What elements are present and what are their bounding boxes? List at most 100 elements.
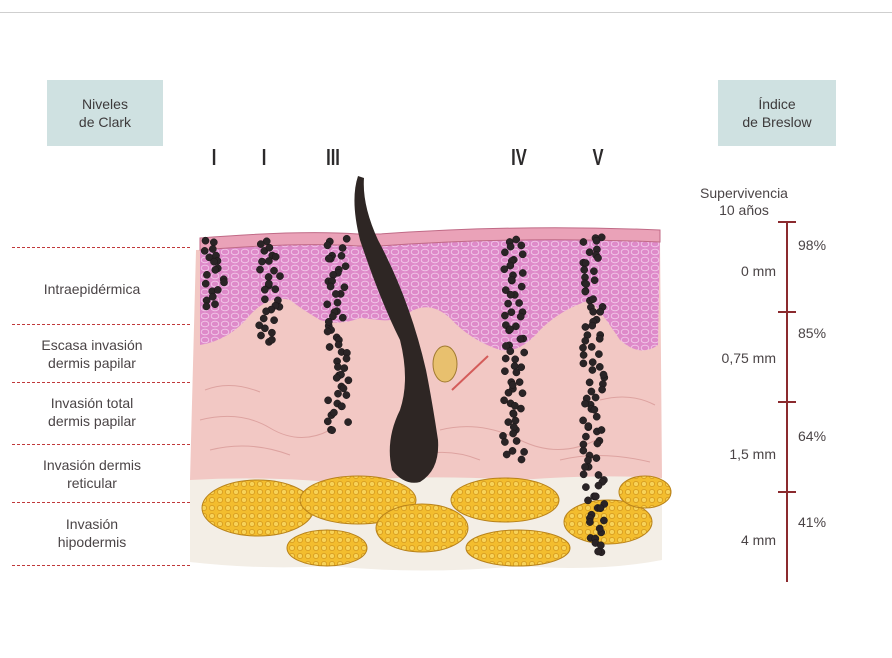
melanoma-cell xyxy=(584,457,591,464)
melanoma-cell xyxy=(211,301,218,308)
melanoma-cell xyxy=(324,328,331,335)
melanoma-cell xyxy=(517,335,524,342)
survival-title-line: 10 años xyxy=(682,202,806,219)
melanoma-cell xyxy=(588,388,595,395)
melanoma-cell xyxy=(518,283,525,290)
melanoma-cell xyxy=(201,247,208,254)
melanoma-cell xyxy=(263,308,270,315)
melanoma-cell xyxy=(596,363,603,370)
sebaceous-gland xyxy=(433,346,457,382)
melanoma-cell xyxy=(325,318,332,325)
melanoma-cell xyxy=(582,337,589,344)
melanoma-cell xyxy=(516,379,523,386)
breslow-thickness-label: 0 mm xyxy=(696,263,776,279)
melanoma-cell xyxy=(519,390,526,397)
melanoma-cell xyxy=(507,243,514,250)
survival-percentage: 41% xyxy=(798,514,826,530)
melanoma-cell xyxy=(598,426,605,433)
melanoma-cell xyxy=(511,402,518,409)
melanoma-cell xyxy=(343,355,350,362)
melanoma-cell xyxy=(586,519,593,526)
melanoma-cell xyxy=(220,279,227,286)
melanoma-cell xyxy=(505,300,512,307)
melanoma-cell xyxy=(266,244,273,251)
breslow-thickness-label: 0,75 mm xyxy=(696,350,776,366)
melanoma-cell xyxy=(501,249,508,256)
melanoma-cell xyxy=(508,309,515,316)
survival-percentage: 98% xyxy=(798,237,826,253)
melanoma-cell xyxy=(325,397,332,404)
melanoma-cell xyxy=(581,266,588,273)
melanoma-cell xyxy=(582,484,589,491)
melanoma-cell xyxy=(595,482,602,489)
melanoma-cell xyxy=(521,448,528,455)
melanoma-cell xyxy=(334,299,341,306)
melanoma-cell xyxy=(214,286,221,293)
melanoma-cell xyxy=(209,245,216,252)
melanoma-cell xyxy=(345,377,352,384)
melanoma-cell xyxy=(334,363,341,370)
melanoma-cell xyxy=(507,326,514,333)
melanoma-cell xyxy=(330,409,337,416)
melanoma-cell xyxy=(595,548,602,555)
breslow-thickness-label: 4 mm xyxy=(696,532,776,548)
melanoma-cell xyxy=(586,249,593,256)
breslow-thickness-label: 1,5 mm xyxy=(696,446,776,462)
melanoma-cell xyxy=(591,406,598,413)
melanoma-cell xyxy=(203,271,210,278)
melanoma-cell xyxy=(521,349,528,356)
melanoma-cell xyxy=(581,400,588,407)
melanoma-cell xyxy=(512,417,519,424)
melanoma-cell xyxy=(579,344,586,351)
melanoma-cell xyxy=(326,343,333,350)
melanoma-cell xyxy=(334,390,341,397)
melanoma-cell xyxy=(202,280,209,287)
melanoma-cell xyxy=(339,244,346,251)
melanoma-cell xyxy=(341,365,348,372)
melanoma-cell xyxy=(340,385,347,392)
melanoma-cell xyxy=(333,374,340,381)
melanoma-cell xyxy=(257,241,264,248)
melanoma-cell xyxy=(513,437,520,444)
melanoma-cell xyxy=(212,266,219,273)
melanoma-cell xyxy=(513,369,520,376)
melanoma-cell xyxy=(519,251,526,258)
melanoma-cell xyxy=(597,308,604,315)
melanoma-cell xyxy=(501,368,508,375)
melanoma-cell xyxy=(507,348,514,355)
melanoma-cell xyxy=(260,315,267,322)
melanoma-cell xyxy=(590,268,597,275)
melanoma-cell xyxy=(341,284,348,291)
melanoma-cell xyxy=(512,356,519,363)
melanoma-cell xyxy=(501,266,508,273)
melanoma-cell xyxy=(595,351,602,358)
melanoma-cell xyxy=(508,276,515,283)
melanoma-cell xyxy=(592,493,599,500)
melanoma-cell xyxy=(265,273,272,280)
melanoma-cell xyxy=(343,392,350,399)
melanoma-cell xyxy=(586,379,593,386)
melanoma-cell xyxy=(261,296,268,303)
melanoma-cell xyxy=(268,336,275,343)
melanoma-cell xyxy=(580,471,587,478)
melanoma-cell xyxy=(503,451,510,458)
melanoma-cell xyxy=(596,525,603,532)
melanoma-cell xyxy=(339,314,346,321)
melanoma-cell xyxy=(599,386,606,393)
melanoma-cell xyxy=(582,260,589,267)
melanoma-cell xyxy=(590,296,597,303)
melanoma-cell xyxy=(596,335,603,342)
melanoma-cell xyxy=(276,273,283,280)
survival-title: Supervivencia 10 años xyxy=(682,185,806,219)
melanoma-cell xyxy=(335,341,342,348)
melanoma-cell xyxy=(329,427,336,434)
melanoma-cell xyxy=(600,371,607,378)
melanoma-cell xyxy=(591,277,598,284)
melanoma-cell xyxy=(589,322,596,329)
melanoma-cell xyxy=(265,257,272,264)
melanoma-cell xyxy=(593,413,600,420)
melanoma-cell xyxy=(593,455,600,462)
melanoma-cell xyxy=(600,517,607,524)
melanoma-cell xyxy=(505,389,512,396)
